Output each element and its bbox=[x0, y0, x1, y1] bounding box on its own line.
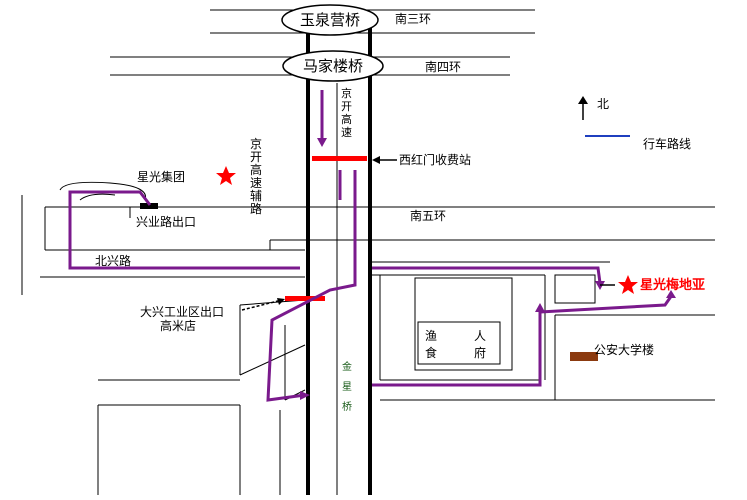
majialou-bridge: 马家楼桥 bbox=[282, 50, 384, 82]
police-university-label: 公安大学楼 bbox=[594, 342, 654, 357]
xingye-road-exit-label: 兴业路出口 bbox=[136, 214, 196, 229]
daxing-exit-bar bbox=[285, 296, 325, 301]
south-5th-ring-label: 南五环 bbox=[410, 208, 446, 223]
south-4th-ring-label: 南四环 bbox=[425, 59, 461, 74]
daxing-exit: 大兴工业区出口 高米店 bbox=[140, 298, 285, 333]
svg-text:速: 速 bbox=[250, 176, 262, 190]
xingguang-meidiya-star-icon bbox=[618, 275, 638, 294]
north-arrow-icon bbox=[578, 96, 588, 104]
xihongmen-toll: 西红门收费站 bbox=[372, 152, 471, 167]
svg-text:星: 星 bbox=[342, 381, 352, 393]
xingguang-group-gate bbox=[140, 203, 158, 209]
yuquanying-bridge: 玉泉营桥 bbox=[281, 4, 379, 36]
building-marker bbox=[570, 352, 598, 361]
xingguang-group-star-icon bbox=[216, 166, 236, 185]
svg-text:人: 人 bbox=[474, 329, 486, 343]
route-legend: 行车路线 bbox=[585, 135, 691, 151]
svg-text:开: 开 bbox=[250, 150, 262, 164]
yuquanying-bridge-label: 玉泉营桥 bbox=[300, 11, 360, 29]
svg-text:开: 开 bbox=[341, 100, 352, 113]
xihongmen-toll-label: 西红门收费站 bbox=[399, 152, 471, 167]
jingkai-side-road-label: 京 开 高 速 辅 路 bbox=[250, 137, 262, 216]
jingkai-expressway bbox=[306, 20, 372, 495]
svg-text:高: 高 bbox=[250, 162, 262, 177]
south-3rd-ring-road bbox=[210, 9, 535, 34]
svg-text:高: 高 bbox=[341, 112, 352, 126]
svg-text:辅: 辅 bbox=[250, 189, 262, 203]
svg-text:速: 速 bbox=[341, 126, 352, 139]
svg-text:渔: 渔 bbox=[425, 329, 437, 343]
police-university: 公安大学楼 bbox=[570, 342, 654, 361]
jingkai-expressway-label: 京 开 高 速 bbox=[341, 86, 352, 139]
gaomi-store-label: 高米店 bbox=[160, 318, 196, 333]
svg-text:食: 食 bbox=[425, 345, 437, 360]
svg-text:京: 京 bbox=[341, 86, 352, 100]
xingguang-group: 星光集团 bbox=[137, 166, 236, 185]
xingguang-meidiya: 星光梅地亚 bbox=[600, 275, 705, 294]
svg-text:路: 路 bbox=[250, 201, 262, 216]
majialou-bridge-label: 马家楼桥 bbox=[303, 57, 363, 75]
driving-route bbox=[68, 90, 676, 402]
north-label: 北 bbox=[597, 97, 609, 111]
svg-text:金: 金 bbox=[342, 360, 352, 373]
xingguang-meidiya-label: 星光梅地亚 bbox=[640, 277, 705, 293]
yuren-canteen: 渔 人 食 府 bbox=[414, 277, 513, 371]
beixing-road-label: 北兴路 bbox=[95, 253, 131, 268]
jinxing-bridge-label: 金 星 桥 bbox=[342, 360, 352, 413]
right-road-network bbox=[379, 274, 715, 401]
svg-text:京: 京 bbox=[250, 137, 262, 151]
xingguang-group-label: 星光集团 bbox=[137, 169, 185, 184]
daxing-exit-label: 大兴工业区出口 bbox=[140, 305, 224, 319]
beixing-road bbox=[40, 249, 610, 278]
svg-text:桥: 桥 bbox=[342, 401, 352, 413]
north-indicator: 北 bbox=[578, 96, 609, 120]
svg-text:府: 府 bbox=[474, 345, 486, 360]
xihongmen-toll-bar bbox=[312, 156, 367, 161]
south-3rd-ring-label: 南三环 bbox=[395, 11, 431, 26]
lower-side-roads bbox=[97, 299, 306, 495]
route-legend-label: 行车路线 bbox=[643, 136, 691, 151]
